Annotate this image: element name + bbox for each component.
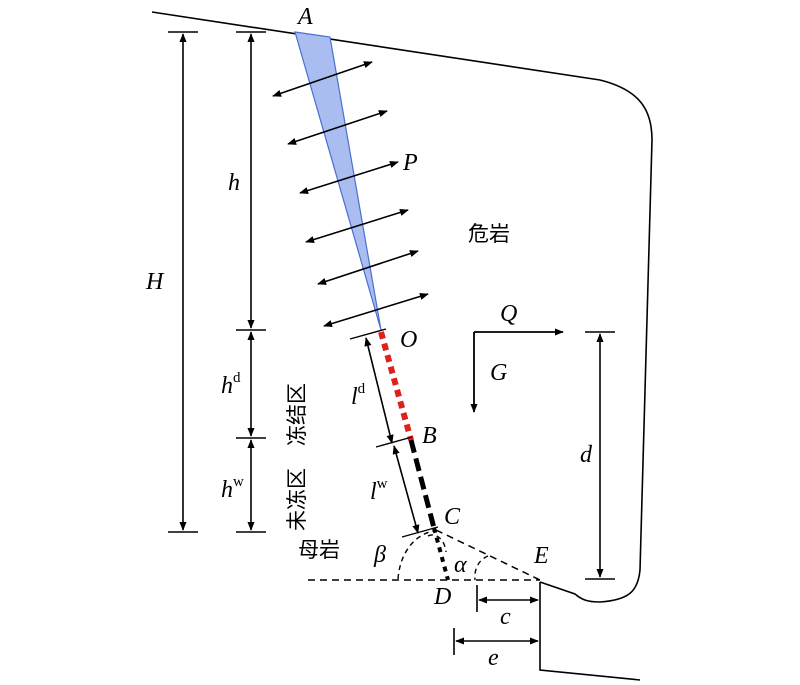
label-hw: hw <box>221 474 244 503</box>
label-unfrozen-zone: 未冻区 <box>285 468 309 531</box>
pressure-arrow <box>287 110 388 145</box>
tick-C <box>401 526 439 538</box>
pressure-arrow <box>323 292 429 328</box>
c-arc <box>427 534 447 553</box>
segment-CD <box>432 527 450 581</box>
label-O: O <box>400 327 417 353</box>
label-H: H <box>145 269 165 295</box>
lw-dimension <box>392 445 420 534</box>
pressure-arrow <box>272 61 373 97</box>
label-h: h <box>228 170 240 196</box>
label-d: d <box>580 442 593 468</box>
segment-CE <box>435 529 541 581</box>
label-dangerous-rock: 危岩 <box>468 222 510 246</box>
label-D: D <box>433 584 451 610</box>
pressure-arrows <box>272 61 429 328</box>
rock-right-outline <box>539 79 653 603</box>
label-beta: β <box>373 542 386 568</box>
label-alpha: α <box>454 552 467 578</box>
label-P: P <box>402 150 418 176</box>
rock-top-slope <box>151 11 601 81</box>
label-frozen-zone: 冻结区 <box>285 383 309 446</box>
alpha-arc <box>474 555 489 581</box>
tick-O <box>349 328 387 340</box>
label-hd: hd <box>221 370 241 399</box>
h-dimensions <box>236 31 266 533</box>
H-dimension <box>168 31 198 533</box>
pressure-arrow <box>299 161 399 194</box>
label-mother-rock: 母岩 <box>298 538 340 562</box>
tick-B <box>375 436 413 448</box>
ld-dimension <box>364 337 394 444</box>
label-E: E <box>533 543 549 569</box>
label-c: c <box>500 604 511 630</box>
label-e: e <box>488 645 499 671</box>
label-A: A <box>296 4 313 30</box>
label-G: G <box>490 360 507 386</box>
label-Q: Q <box>500 301 517 327</box>
unfrozen-segment-BC <box>408 439 437 529</box>
beta-arc <box>397 530 434 580</box>
label-ld: ld <box>351 381 366 410</box>
label-lw: lw <box>370 476 388 505</box>
pressure-arrow <box>305 208 409 244</box>
mother-rock-step <box>539 582 641 681</box>
c-e-dimensions <box>453 585 539 655</box>
d-dimension <box>585 331 615 580</box>
label-C: C <box>444 504 461 530</box>
pressure-arrow <box>317 250 419 285</box>
label-B: B <box>422 423 437 449</box>
